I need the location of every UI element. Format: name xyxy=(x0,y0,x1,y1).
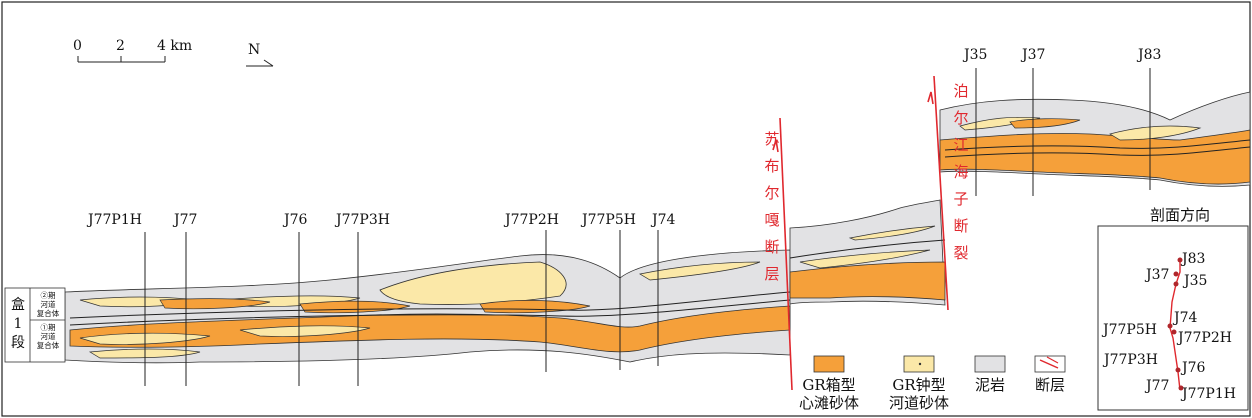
inset-title: 剖面方向 xyxy=(1150,206,1211,224)
unit-label-box xyxy=(4,287,66,363)
legend-label-bell-sand: GR钟型河道砂体 xyxy=(888,376,949,412)
scale-tick-0: 0 xyxy=(73,38,82,54)
well-label-j83: J83 xyxy=(1138,47,1162,63)
fault-label-boerjianghaizi: 泊尔江海子断裂 xyxy=(953,82,969,262)
north-label: N xyxy=(248,42,261,58)
thin-bed-line-mid xyxy=(789,239,946,259)
inset-label-j77p2h: J77P2H xyxy=(1178,330,1232,346)
inset-label-j77p1h: J77P1H xyxy=(1182,386,1236,402)
strata-section-mid xyxy=(789,199,946,306)
fault-lines xyxy=(772,75,949,391)
inset-label-j35: J35 xyxy=(1184,273,1208,289)
thin-bed-line-b2 xyxy=(944,146,1251,158)
box-sand-b-top xyxy=(1009,118,1081,129)
strata-section-a xyxy=(64,249,791,364)
strata-section-b xyxy=(939,91,1251,187)
fault-line-subuergagafault xyxy=(779,117,793,391)
bell-sand-mid-block xyxy=(799,249,931,269)
thin-bed-line-2-a xyxy=(69,299,791,326)
bell-sand-upper-a xyxy=(379,261,567,305)
fault-line-boerjianghaizi xyxy=(933,75,949,311)
box-sand-mid-block xyxy=(789,261,946,301)
thin-bed-line-1-a xyxy=(69,291,791,319)
north-arrow-icon xyxy=(246,59,274,67)
well-lines xyxy=(144,68,1151,386)
stage1-label: ①期河道复合体 xyxy=(36,323,60,350)
fault-arrow-1 xyxy=(772,139,779,153)
fault-label-subuerga: 苏布尔嘎断层 xyxy=(764,130,780,283)
legend-label-fault: 断层 xyxy=(1034,376,1065,394)
legend-label-mudstone: 泥岩 xyxy=(974,376,1005,394)
well-label-j77p5h: J77P5H xyxy=(582,212,636,228)
scale-bar xyxy=(77,56,166,63)
inset-label-j76: J76 xyxy=(1182,360,1206,376)
legend-swatches xyxy=(813,355,1066,373)
well-label-j77p2h: J77P2H xyxy=(505,212,559,228)
well-label-j77p1h: J77P1H xyxy=(88,212,142,228)
fault-arrow-2 xyxy=(927,91,934,105)
inset-well-dots xyxy=(1167,257,1184,391)
inset-section-line xyxy=(1169,260,1181,391)
bell-sand-mid-top xyxy=(848,225,936,241)
legend-swatch-mudstone xyxy=(974,355,1006,373)
thin-bed-line-b1 xyxy=(944,139,1251,151)
scale-tick-4km: 4 km xyxy=(157,38,193,54)
well-label-j35: J35 xyxy=(964,47,988,63)
box-sand-1-a xyxy=(159,298,271,310)
bell-sand-b2 xyxy=(1109,125,1202,141)
inset-label-j83: J83 xyxy=(1182,251,1206,267)
legend-label-box-sand: GR箱型心滩砂体 xyxy=(798,376,859,412)
bell-sand-lower2-a xyxy=(239,325,371,337)
well-label-j37: J37 xyxy=(1022,47,1046,63)
inset-label-j77: J77 xyxy=(1146,378,1170,394)
well-label-j76: J76 xyxy=(284,212,308,228)
bell-sand-j74-a xyxy=(639,261,761,281)
stage2-label: ②期河道复合体 xyxy=(36,291,60,318)
well-label-j77p3h: J77P3H xyxy=(336,212,390,228)
scale-tick-2: 2 xyxy=(116,38,125,54)
well-label-j74: J74 xyxy=(652,212,676,228)
inset-label-j37: J37 xyxy=(1146,267,1170,283)
inset-label-j77p3h: J77P3H xyxy=(1104,352,1158,368)
inset-label-j77p5h: J77P5H xyxy=(1103,322,1157,338)
inset-map xyxy=(1097,225,1249,411)
box-sand-b xyxy=(939,129,1251,185)
well-label-j77: J77 xyxy=(174,212,198,228)
inset-label-j74: J74 xyxy=(1174,310,1198,326)
legend-swatch-box-sand xyxy=(813,355,845,373)
